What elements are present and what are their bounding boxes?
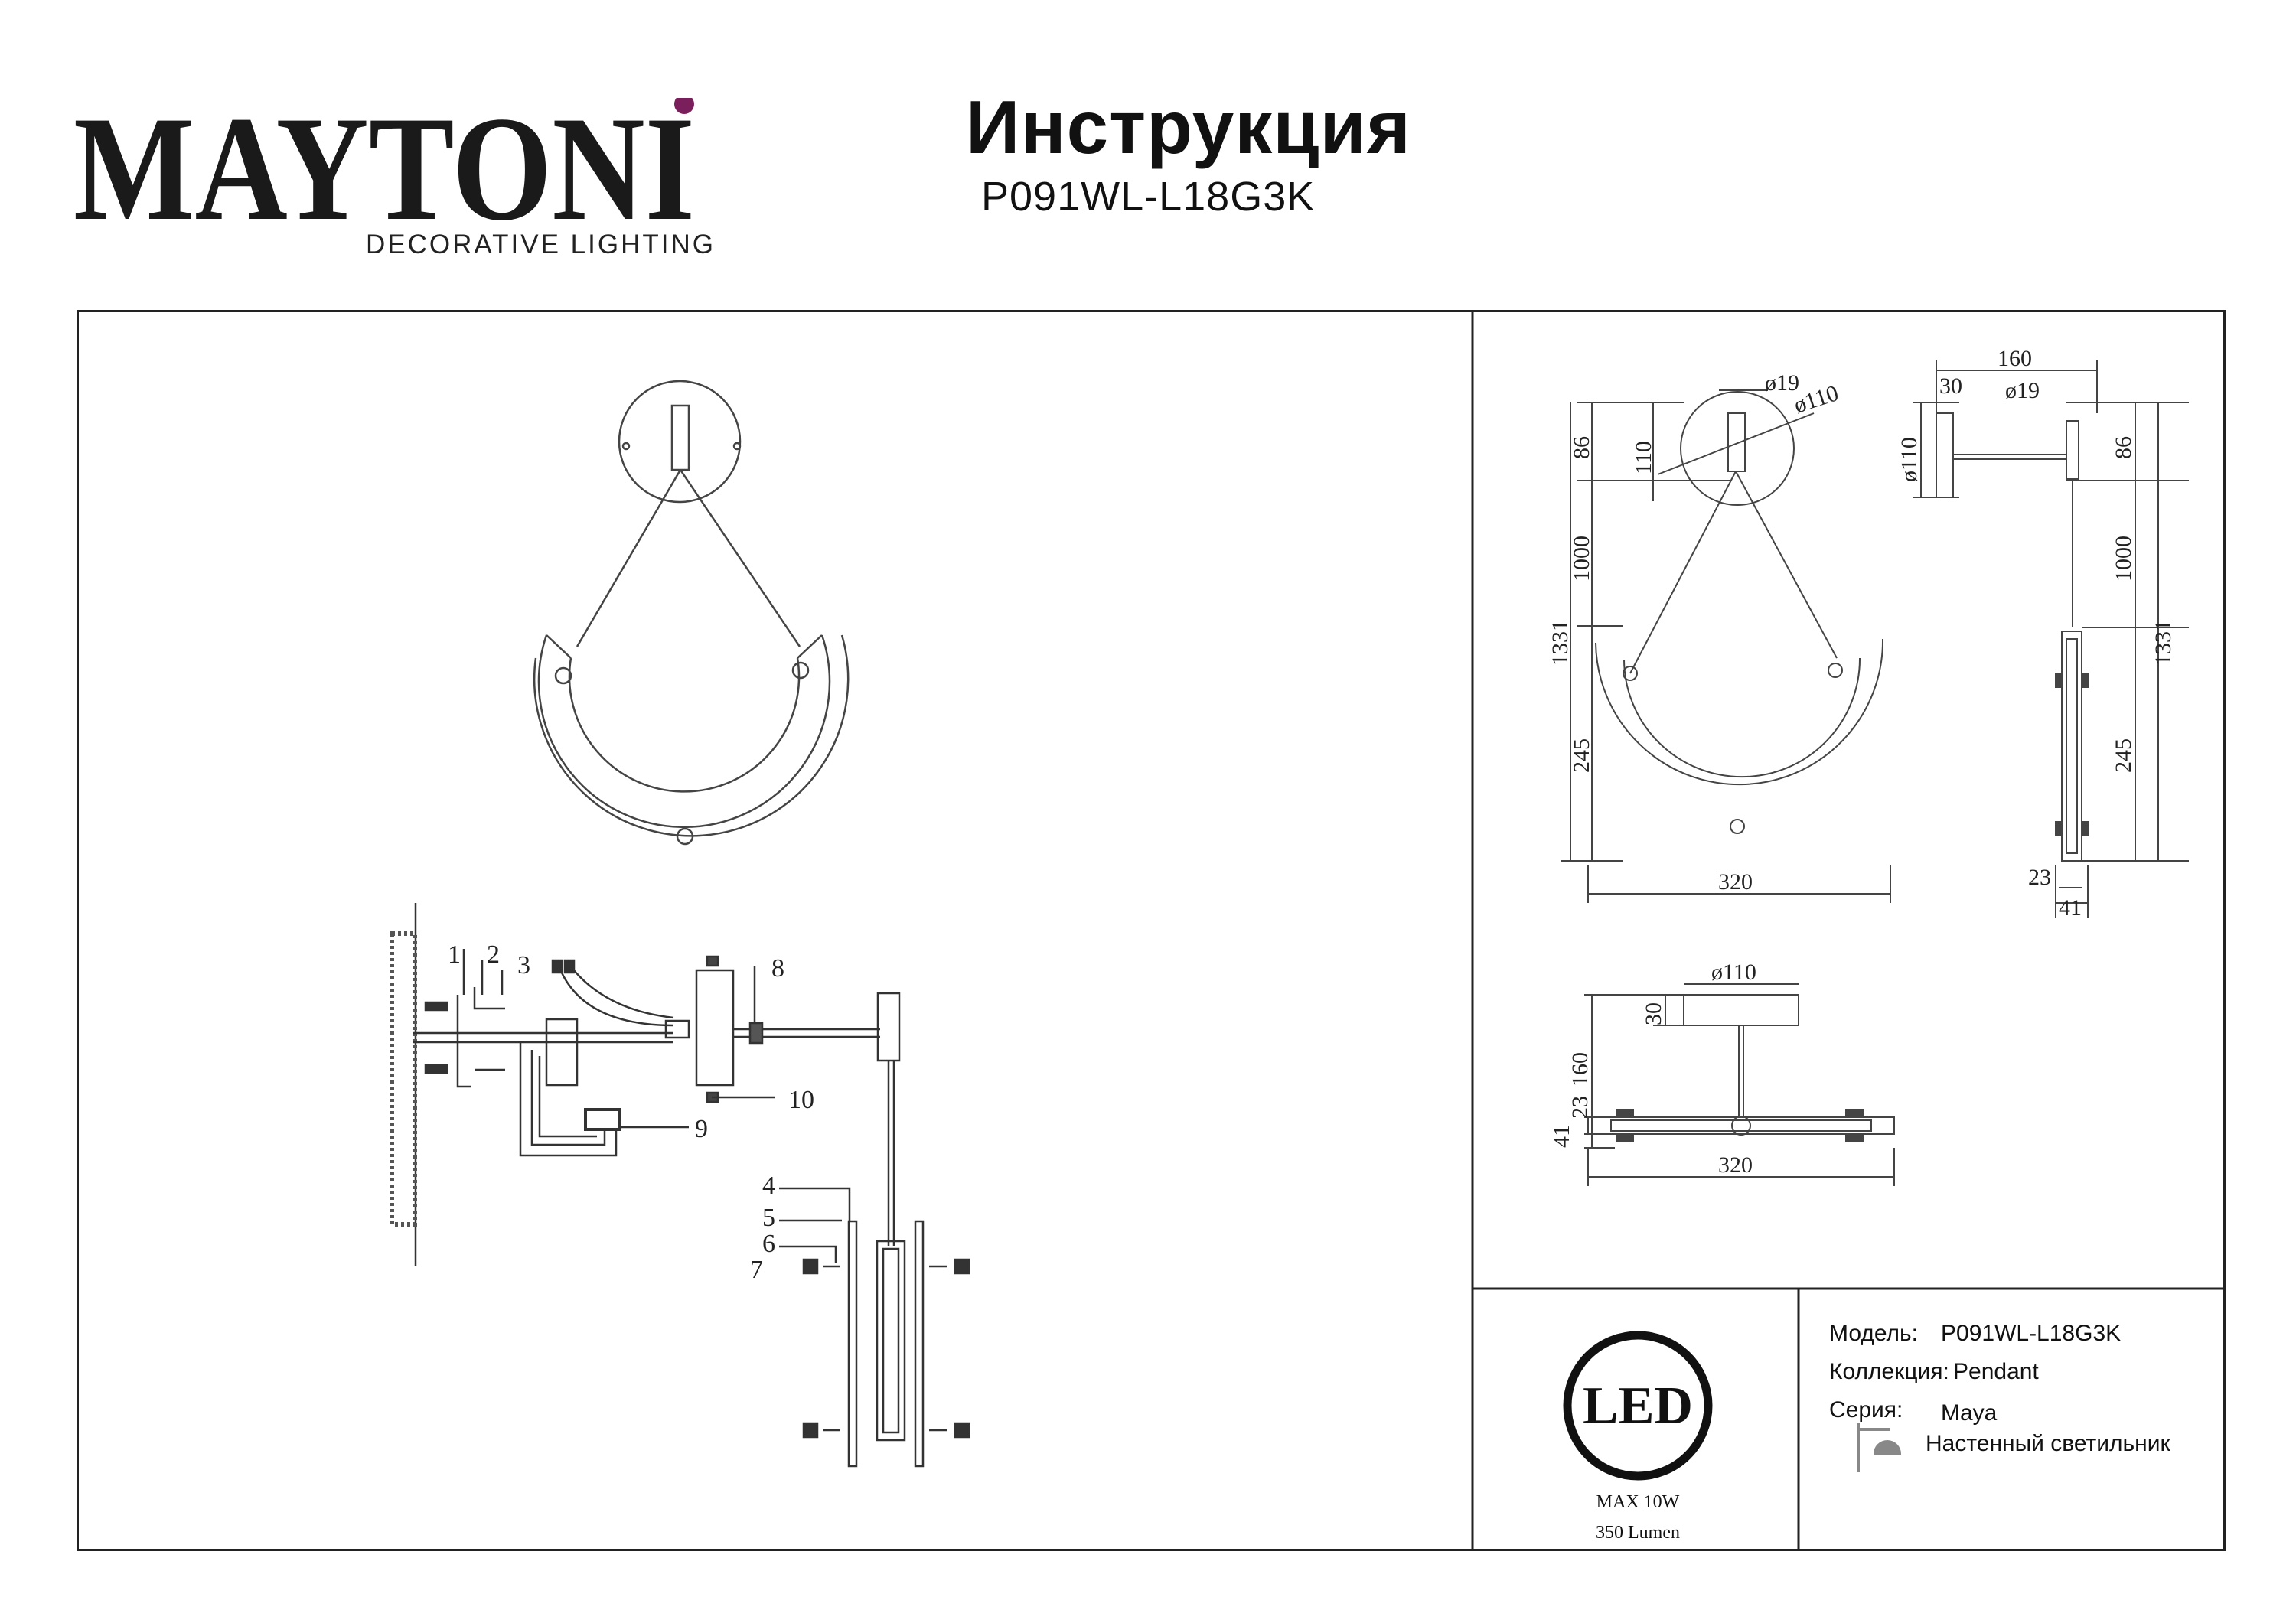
assembly-diagram bbox=[390, 903, 970, 1468]
side-view-labels: 160 30 ø19 ø110 86 1000 1331 245 23 41 bbox=[1896, 346, 2176, 921]
dim-top-thick-b: 41 bbox=[1549, 1125, 1574, 1148]
lamp-main-illustration bbox=[533, 380, 850, 846]
dim-front-total-h: 1331 bbox=[1548, 620, 1573, 666]
dim-side-d-mount: ø19 bbox=[2005, 378, 2040, 403]
document-product-code: P091WL-L18G3K bbox=[981, 174, 1316, 220]
top-view-drawing bbox=[1584, 983, 1895, 1186]
top-view-labels: ø110 30 160 23 41 320 bbox=[1549, 960, 1756, 1178]
collection-value: Pendant bbox=[1953, 1359, 2039, 1384]
brand-logo: MAYTONI bbox=[73, 86, 701, 252]
model-label: Модель: bbox=[1829, 1321, 1919, 1346]
dim-front-drop-a: 86 bbox=[1569, 436, 1594, 459]
dim-front-base-h: 110 bbox=[1631, 441, 1656, 474]
dim-top-depth: 160 bbox=[1567, 1052, 1593, 1087]
dim-top-thick-a: 23 bbox=[1567, 1096, 1593, 1119]
side-view-drawing bbox=[1913, 360, 2189, 918]
dim-side-thick-a: 23 bbox=[2028, 865, 2051, 890]
lumen-rating: 350 Lumen bbox=[1596, 1523, 1680, 1543]
callout-1: 1 bbox=[448, 940, 461, 969]
callout-9: 9 bbox=[695, 1115, 708, 1143]
fixture-type: Настенный светильник bbox=[1926, 1431, 2170, 1456]
dim-top-d-base: ø110 bbox=[1711, 960, 1756, 985]
dim-side-ring-h: 245 bbox=[2111, 738, 2136, 773]
callout-7: 7 bbox=[750, 1256, 763, 1284]
model-value: P091WL-L18G3K bbox=[1941, 1321, 2122, 1346]
dim-side-drop-b: 1000 bbox=[2111, 536, 2136, 582]
series-label: Серия: bbox=[1829, 1397, 1903, 1423]
document-title: Инструкция bbox=[966, 85, 1411, 169]
led-badge-text: LED bbox=[1583, 1377, 1693, 1436]
front-view-drawing bbox=[1561, 389, 1891, 903]
drawing-frame bbox=[77, 310, 2226, 1551]
callout-5: 5 bbox=[762, 1204, 775, 1232]
assembly-callouts: 1 2 3 4 5 6 7 8 9 10 bbox=[448, 940, 814, 1284]
wall-lamp-icon bbox=[1857, 1423, 1902, 1472]
callout-10: 10 bbox=[788, 1086, 814, 1114]
dim-side-d-base: ø110 bbox=[1896, 437, 1922, 482]
callout-2: 2 bbox=[487, 940, 500, 969]
dim-side-base-depth: 30 bbox=[1939, 373, 1962, 399]
brand-tagline: DECORATIVE LIGHTING bbox=[366, 230, 716, 259]
dim-front-width: 320 bbox=[1718, 869, 1753, 895]
dim-side-depth: 160 bbox=[1998, 346, 2032, 371]
dim-front-drop-b: 1000 bbox=[1569, 536, 1594, 582]
dim-top-base-depth: 30 bbox=[1641, 1002, 1666, 1025]
callout-8: 8 bbox=[771, 954, 784, 983]
callout-6: 6 bbox=[762, 1230, 775, 1258]
series-value: Maya bbox=[1941, 1400, 1998, 1426]
dim-front-ring-h: 245 bbox=[1569, 738, 1594, 773]
brand-logo-text: MAYTONI bbox=[73, 98, 695, 228]
callout-4: 4 bbox=[762, 1172, 775, 1200]
dim-side-thick-b: 41 bbox=[2059, 895, 2082, 921]
led-badge-icon: LED bbox=[1563, 1331, 1713, 1481]
logo-accent-dot bbox=[674, 94, 694, 114]
dim-side-total-h: 1331 bbox=[2151, 620, 2176, 666]
callout-3: 3 bbox=[517, 951, 530, 979]
dim-front-d-mount: ø19 bbox=[1765, 370, 1799, 396]
power-rating: MAX 10W bbox=[1596, 1492, 1680, 1512]
collection-label: Коллекция: bbox=[1829, 1359, 1949, 1384]
dim-top-width: 320 bbox=[1718, 1152, 1753, 1178]
dim-side-drop-a: 86 bbox=[2111, 436, 2136, 459]
